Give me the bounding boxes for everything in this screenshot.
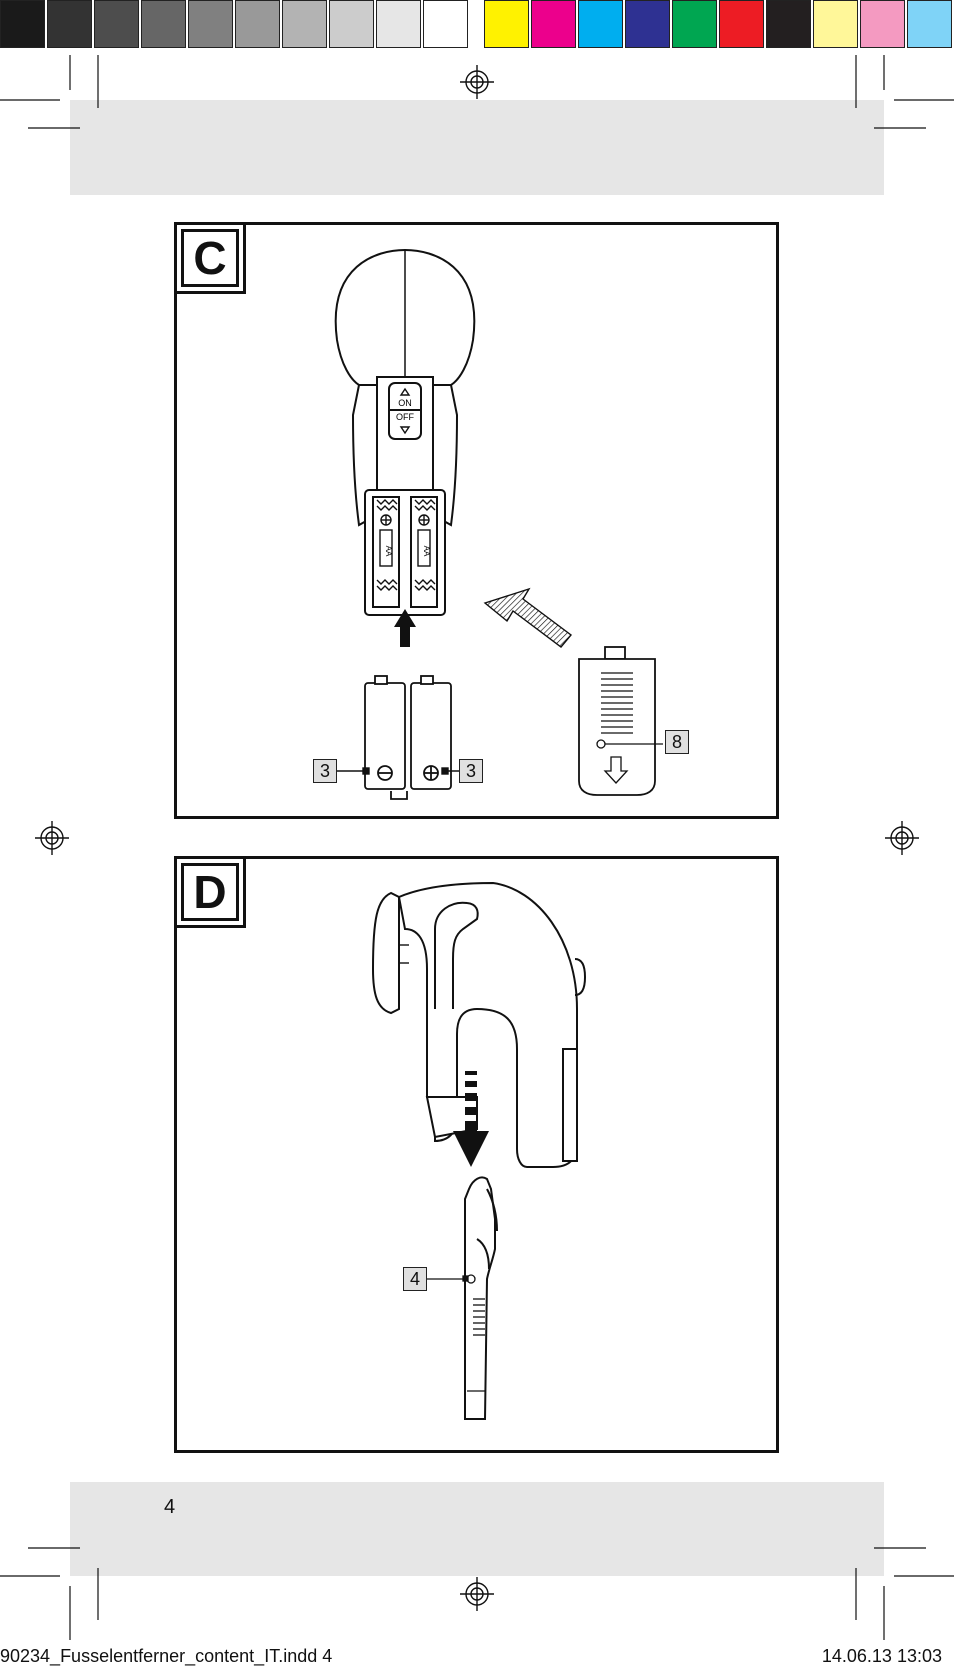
color-swatch: [423, 0, 468, 48]
shaver-head-guard: [371, 891, 400, 1015]
registration-mark-top: [460, 65, 494, 99]
battery-label-left: AA: [384, 546, 393, 557]
color-swatch: [0, 0, 45, 48]
color-swatch: [531, 0, 576, 48]
figure-panel-c: C: [174, 222, 779, 819]
blade-cover: [464, 1176, 498, 1420]
color-swatch: [860, 0, 905, 48]
registration-mark-bottom: [460, 1577, 494, 1611]
color-swatch: [625, 0, 670, 48]
color-swatch: [141, 0, 186, 48]
switch-off-label: OFF: [396, 412, 414, 422]
callout-battery-left: 3: [313, 759, 337, 783]
lint-remover-body: [397, 881, 578, 1168]
color-swatch: [282, 0, 327, 48]
color-swatch: [766, 0, 811, 48]
callout-blade-cover: 4: [403, 1267, 427, 1291]
color-swatch: [188, 0, 233, 48]
slug-file-name: 90234_Fusselentferner_content_IT.indd 4: [0, 1646, 333, 1666]
page-number: 4: [164, 1496, 176, 1518]
panel-c-label: C: [177, 225, 246, 294]
batteries: [364, 675, 452, 800]
color-swatch: [672, 0, 717, 48]
header-band: [70, 100, 884, 195]
registration-mark-left: [35, 821, 69, 855]
registration-mark-right: [885, 821, 919, 855]
slug-date-time: 14.06.13 13:03: [821, 1646, 942, 1666]
figure-panel-d: D: [174, 856, 779, 1453]
color-swatch: [907, 0, 952, 48]
callout-battery-cover: 8: [665, 730, 689, 754]
callout-battery-right: 3: [459, 759, 483, 783]
down-arrow-icon: [453, 1071, 489, 1167]
color-swatch: [235, 0, 280, 48]
footer-band: [70, 1482, 884, 1576]
battery-label-right: AA: [422, 546, 431, 557]
panel-d-label: D: [177, 859, 246, 928]
color-swatch: [719, 0, 764, 48]
color-swatch: [578, 0, 623, 48]
panel-c-letter: C: [193, 232, 227, 284]
up-arrow-icon: [394, 609, 416, 647]
blade-cover-removal-illustration: [371, 881, 587, 1420]
battery-insertion-illustration: ON OFF AA AA: [329, 248, 663, 800]
color-swatch: [329, 0, 374, 48]
switch-on-label: ON: [398, 398, 412, 408]
color-swatch: [484, 0, 529, 48]
panel-d-letter: D: [193, 866, 227, 918]
color-calibration-bar: [0, 0, 954, 48]
color-swatch: [376, 0, 421, 48]
color-swatch: [47, 0, 92, 48]
color-swatch: [813, 0, 858, 48]
diagonal-arrow-icon: [483, 587, 573, 648]
color-swatch: [94, 0, 139, 48]
